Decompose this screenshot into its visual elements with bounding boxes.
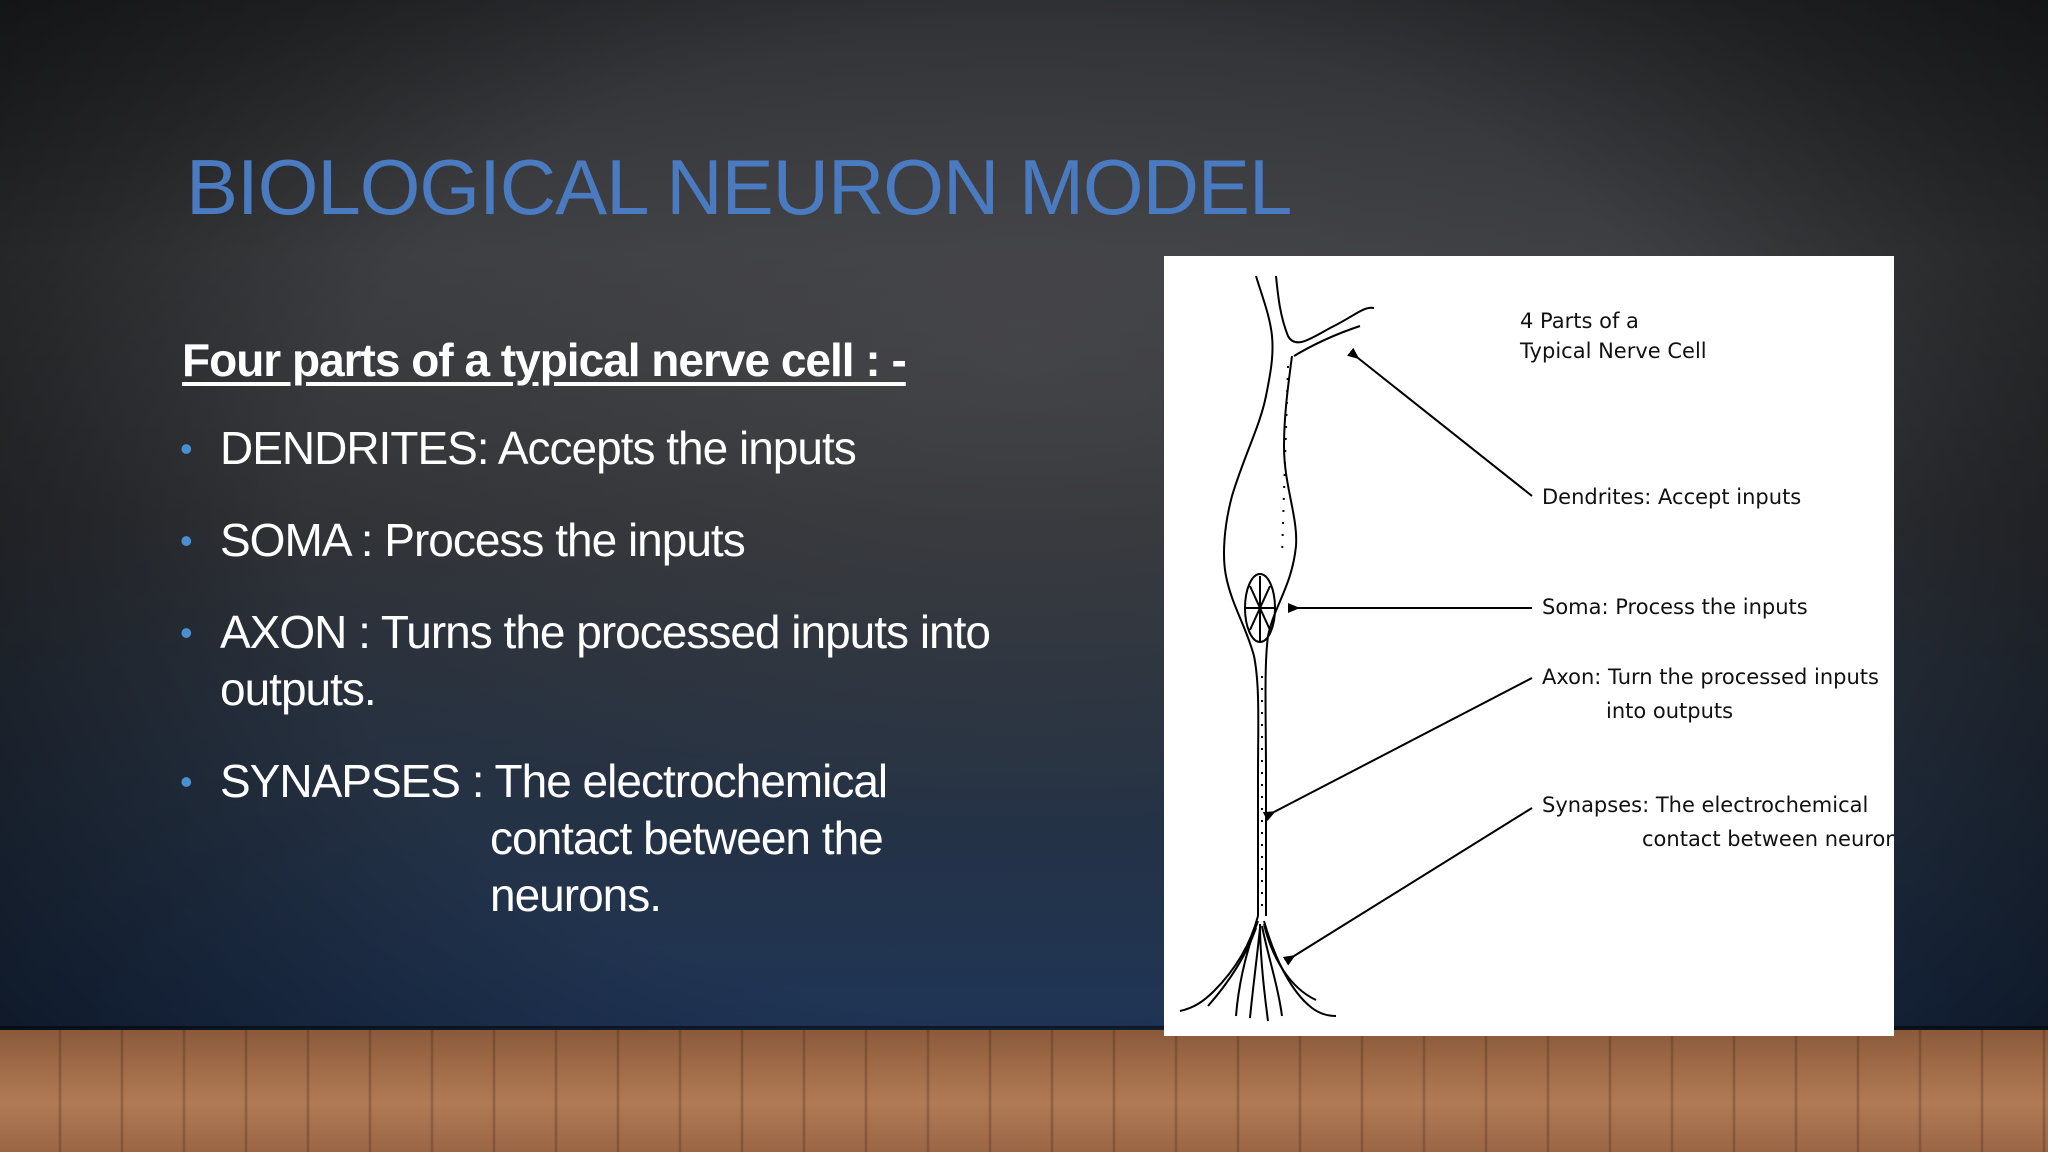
label-axon-line2: into outputs [1606,699,1733,723]
label-axon-line1: Axon: Turn the processed inputs [1542,665,1879,689]
bullet-text: Accepts the inputs [497,422,857,474]
label-soma: Soma: Process the inputs [1542,595,1808,619]
figure-heading-line2: Typical Nerve Cell [1519,339,1707,363]
arrow-synapses [1282,807,1533,966]
bullet-text: Process the inputs [384,514,745,566]
bullet-soma: • SOMA : Process the inputs [178,512,1078,569]
axon-dots [1261,365,1289,916]
slide-title: BIOLOGICAL NEURON MODEL [186,143,1292,231]
bullet-term: SYNAPSES : [220,755,485,807]
bullet-text: The electrochemical [494,755,889,807]
label-dendrites: Dendrites: Accept inputs [1542,485,1801,509]
bullet-continuation-2: neurons. [490,869,662,921]
bullet-dendrites: • DENDRITES: Accepts the inputs [178,420,1078,477]
subheading: Four parts of a typical nerve cell : - [182,334,907,386]
bullet-dot-icon: • [180,428,193,469]
nerve-cell-figure: 4 Parts of a Typical Nerve Cell Dendrite… [1164,256,1894,1036]
bullet-term: SOMA : [220,514,373,566]
neuron-outline [1179,275,1375,1022]
bullet-term: AXON : [220,606,371,658]
bullet-list: • DENDRITES: Accepts the inputs • SOMA :… [178,420,1078,924]
diagram-arrows [1262,347,1533,966]
bullet-continuation: outputs. [220,663,377,715]
bullet-continuation: contact between the [490,812,884,864]
bullet-term: DENDRITES: [220,422,490,474]
label-synapses-line2: contact between neurons [1642,827,1894,851]
nerve-cell-diagram: 4 Parts of a Typical Nerve Cell Dendrite… [1179,275,1894,1022]
bullet-axon: • AXON : Turns the processed inputs into… [178,604,1078,718]
arrow-axon [1262,677,1533,822]
bullet-synapses: • SYNAPSES : The electrochemical contact… [178,753,1078,924]
wood-floor [0,1030,2048,1152]
bullet-dot-icon: • [180,612,193,653]
figure-heading-line1: 4 Parts of a [1520,309,1639,333]
bullet-dot-icon: • [180,761,193,802]
bullet-dot-icon: • [180,520,193,561]
bullet-text: Turns the processed inputs into [380,606,991,658]
arrow-dendrites [1347,347,1533,497]
label-synapses-line1: Synapses: The electrochemical [1542,793,1868,817]
